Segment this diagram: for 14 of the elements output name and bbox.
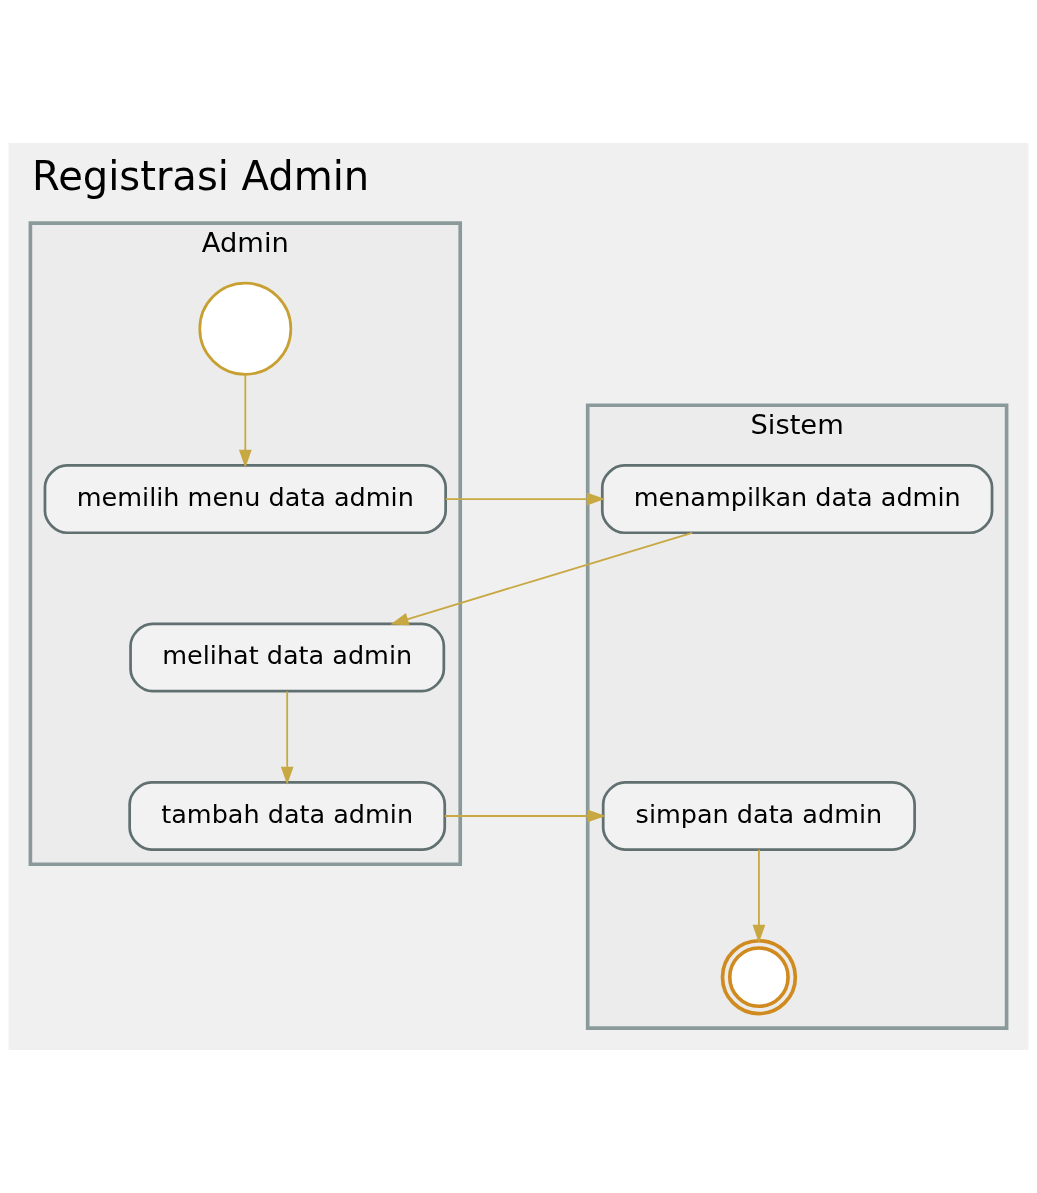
node-box: tambah data admin [128,780,447,852]
node-box: simpan data admin [601,780,916,852]
arrow [444,492,605,506]
node-circle [198,281,293,376]
arrow [280,690,294,785]
arrow [390,531,693,626]
diagram-title: Registrasi Admin [32,152,370,199]
node-circle [720,938,798,1016]
node-box: menampilkan data admin [600,464,994,535]
node-box: memilih menu data admin [43,464,447,535]
arrow [752,848,766,943]
node-box: melihat data admin [129,622,446,693]
arrow [238,373,252,469]
arrow [443,809,606,823]
